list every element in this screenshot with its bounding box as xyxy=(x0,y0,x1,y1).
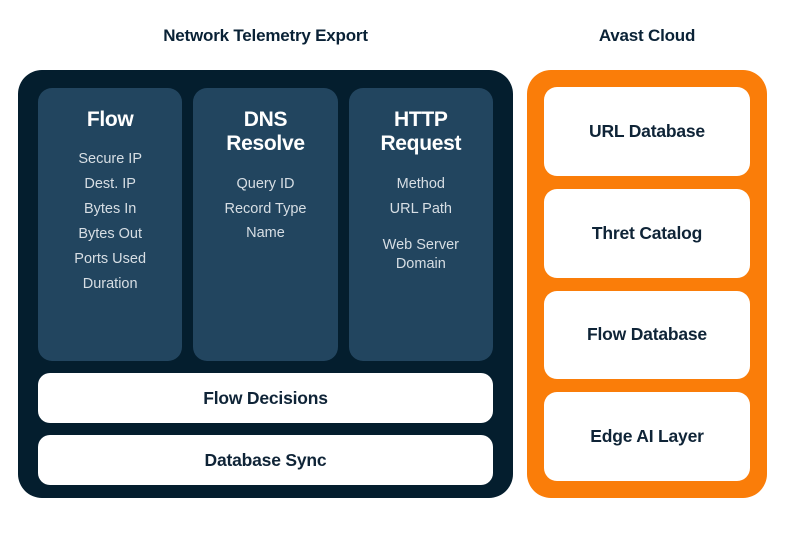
cloud-card-url-database[interactable]: URL Database xyxy=(544,87,750,176)
telemetry-cards-row: Flow Secure IP Dest. IP Bytes In Bytes O… xyxy=(38,88,493,361)
telemetry-card-title: Flow xyxy=(86,108,134,131)
telemetry-card-flow[interactable]: Flow Secure IP Dest. IP Bytes In Bytes O… xyxy=(38,88,183,361)
cloud-card-flow-database[interactable]: Flow Database xyxy=(544,290,750,380)
telemetry-item: Name xyxy=(246,225,285,242)
telemetry-item: Query ID xyxy=(236,175,295,192)
telemetry-card-dns-resolve[interactable]: DNS Resolve Query ID Record Type Name xyxy=(193,88,338,361)
telemetry-item: Ports Used xyxy=(74,250,147,267)
cloud-card-thret-catalog[interactable]: Thret Catalog xyxy=(544,188,750,278)
telemetry-card-title: HTTP Request xyxy=(380,108,462,156)
flow-decisions-bar[interactable]: Flow Decisions xyxy=(38,373,493,423)
telemetry-card-items: Query ID Record Type Name xyxy=(201,175,329,244)
orange-panel-shape-with-notch xyxy=(527,70,767,498)
left-panel-content: Flow Secure IP Dest. IP Bytes In Bytes O… xyxy=(38,88,493,485)
telemetry-item: Web Server Domain xyxy=(382,237,459,273)
avast-cloud-panel: URL Database Thret Catalog Flow Database… xyxy=(527,70,767,498)
telemetry-card-items: Secure IP Dest. IP Bytes In Bytes Out Po… xyxy=(46,150,174,293)
telemetry-card-http-request[interactable]: HTTP Request Method URL Path Web Server … xyxy=(348,88,493,361)
avast-cloud-cards: URL Database Thret Catalog Flow Database… xyxy=(544,87,750,481)
cloud-card-edge-ai-layer[interactable]: Edge AI Layer xyxy=(544,392,750,481)
telemetry-item: Bytes In xyxy=(83,201,137,218)
database-sync-bar[interactable]: Database Sync xyxy=(38,435,493,485)
telemetry-card-title: DNS Resolve xyxy=(226,108,305,156)
network-telemetry-export-panel: Flow Secure IP Dest. IP Bytes In Bytes O… xyxy=(18,70,513,498)
telemetry-item: Duration xyxy=(82,275,138,292)
left-panel-title: Network Telemetry Export xyxy=(163,26,368,45)
telemetry-card-items: Method URL Path Web Server Domain xyxy=(357,175,485,274)
right-panel-title: Avast Cloud xyxy=(598,26,696,45)
telemetry-item: Bytes Out xyxy=(78,225,142,242)
telemetry-item: Record Type xyxy=(224,200,307,217)
telemetry-item: URL Path xyxy=(389,200,452,217)
telemetry-item: Method xyxy=(396,175,445,192)
telemetry-item: Dest. IP xyxy=(84,176,136,193)
telemetry-item: Secure IP xyxy=(78,151,142,168)
